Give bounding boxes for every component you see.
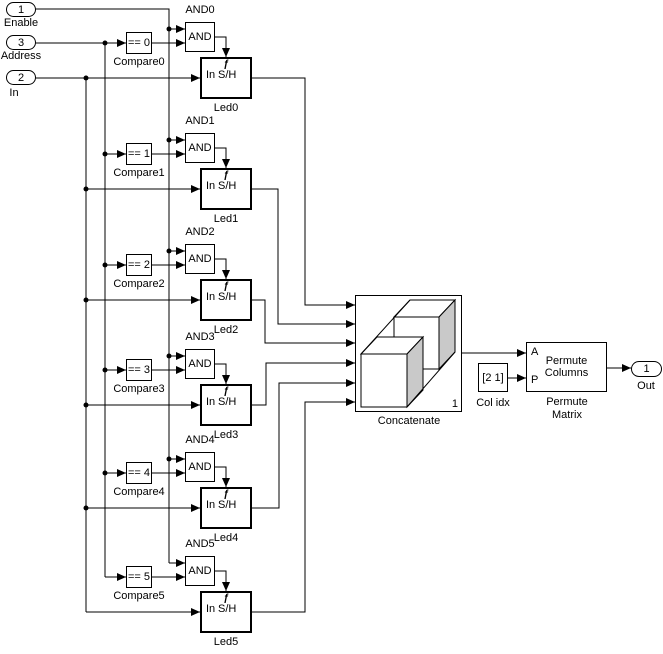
compare-block[interactable]: == 1: [126, 143, 152, 165]
trigger-icon: ƒ: [223, 386, 229, 397]
inport-in-number: 2: [17, 71, 25, 84]
sample-hold-text: S/H: [218, 180, 237, 192]
outport-out-number: 1: [643, 363, 650, 375]
trigger-icon: ƒ: [223, 59, 229, 70]
compare-block[interactable]: == 5: [126, 566, 152, 588]
inport-in[interactable]: 2: [6, 70, 36, 85]
compare-name: Compare1: [113, 167, 165, 179]
compare-name: Compare4: [113, 486, 165, 498]
compare-value: == 5: [127, 571, 151, 583]
permute-block-text: Permute Columns: [544, 355, 589, 379]
sample-hold-text: S/H: [218, 291, 237, 303]
sample-hold-block[interactable]: ƒ In S/H: [200, 591, 252, 633]
trigger-icon: ƒ: [223, 281, 229, 292]
and-gate-text: AND: [188, 565, 212, 577]
and-gate-name: AND3: [185, 331, 215, 343]
concatenate-dimension: 1: [451, 398, 458, 410]
sample-hold-in-port: In: [206, 499, 216, 511]
sample-hold-block[interactable]: ƒ In S/H: [200, 279, 252, 321]
and-gate-text: AND: [188, 461, 212, 473]
and-gate-name: AND5: [185, 538, 215, 550]
compare-value: == 4: [127, 467, 151, 479]
sample-hold-text: S/H: [218, 499, 237, 511]
inport-address[interactable]: 3: [6, 35, 36, 50]
sample-hold-text: S/H: [218, 603, 237, 615]
compare-name: Compare2: [113, 278, 165, 290]
sample-hold-in-port: In: [206, 396, 216, 408]
and-gate-name: AND4: [185, 434, 215, 446]
and-gate-name: AND1: [185, 115, 215, 127]
sample-hold-block[interactable]: ƒ In S/H: [200, 168, 252, 210]
and-gate-block[interactable]: AND: [185, 452, 215, 482]
inport-address-number: 3: [17, 36, 25, 49]
permute-port-a: A: [531, 346, 539, 358]
sample-hold-block[interactable]: ƒ In S/H: [200, 57, 252, 99]
sample-hold-in-port: In: [206, 603, 216, 615]
sample-hold-in-port: In: [206, 69, 216, 81]
inport-enable[interactable]: 1: [6, 2, 36, 17]
permute-matrix-name: Permute Matrix: [546, 396, 588, 421]
col-idx-name: Col idx: [476, 397, 510, 409]
compare-name: Compare0: [113, 56, 165, 68]
permute-matrix-block[interactable]: A P Permute Columns: [526, 342, 607, 392]
and-gate-name: AND0: [185, 4, 215, 16]
and-gate-block[interactable]: AND: [185, 22, 215, 52]
and-gate-text: AND: [188, 31, 212, 43]
trigger-icon: ƒ: [223, 593, 229, 604]
trigger-icon: ƒ: [223, 170, 229, 181]
compare-value: == 3: [127, 364, 151, 376]
compare-name: Compare3: [113, 383, 165, 395]
compare-block[interactable]: == 2: [126, 254, 152, 276]
outport-out-label: Out: [637, 380, 655, 392]
compare-block[interactable]: == 0: [126, 32, 152, 54]
sample-hold-in-port: In: [206, 180, 216, 192]
sample-hold-name: Led1: [213, 213, 239, 225]
and-gate-block[interactable]: AND: [185, 244, 215, 274]
compare-value: == 0: [127, 37, 151, 49]
compare-value: == 2: [127, 259, 151, 271]
sample-hold-block[interactable]: ƒ In S/H: [200, 487, 252, 529]
compare-name: Compare5: [113, 590, 165, 602]
signal-wires[interactable]: [36, 8, 631, 613]
compare-value: == 1: [127, 148, 151, 160]
col-idx-constant-block[interactable]: [2 1]: [478, 363, 508, 392]
sample-hold-name: Led5: [213, 636, 239, 648]
and-gate-block[interactable]: AND: [185, 556, 215, 586]
col-idx-value: [2 1]: [482, 371, 504, 384]
sample-hold-in-port: In: [206, 291, 216, 303]
compare-block[interactable]: == 3: [126, 359, 152, 381]
outport-out[interactable]: 1: [631, 361, 662, 377]
inport-in-label: In: [9, 87, 19, 99]
and-gate-text: AND: [188, 358, 212, 370]
inport-enable-label: Enable: [3, 17, 39, 29]
sample-hold-name: Led4: [213, 532, 239, 544]
and-gate-text: AND: [188, 142, 212, 154]
and-gate-name: AND2: [185, 226, 215, 238]
permute-port-p: P: [531, 374, 539, 386]
and-gate-text: AND: [188, 253, 212, 265]
sample-hold-name: Led2: [213, 324, 239, 336]
concatenate-name: Concatenate: [377, 415, 441, 427]
sample-hold-text: S/H: [218, 69, 237, 81]
sample-hold-name: Led0: [213, 102, 239, 114]
sample-hold-text: S/H: [218, 396, 237, 408]
and-gate-block[interactable]: AND: [185, 133, 215, 163]
inport-address-label: Address: [0, 50, 42, 62]
inport-enable-number: 1: [17, 3, 25, 16]
trigger-icon: ƒ: [223, 489, 229, 500]
concatenate-block[interactable]: 1: [355, 295, 462, 412]
and-gate-block[interactable]: AND: [185, 349, 215, 379]
sample-hold-name: Led3: [213, 429, 239, 441]
sample-hold-block[interactable]: ƒ In S/H: [200, 384, 252, 426]
compare-block[interactable]: == 4: [126, 462, 152, 484]
